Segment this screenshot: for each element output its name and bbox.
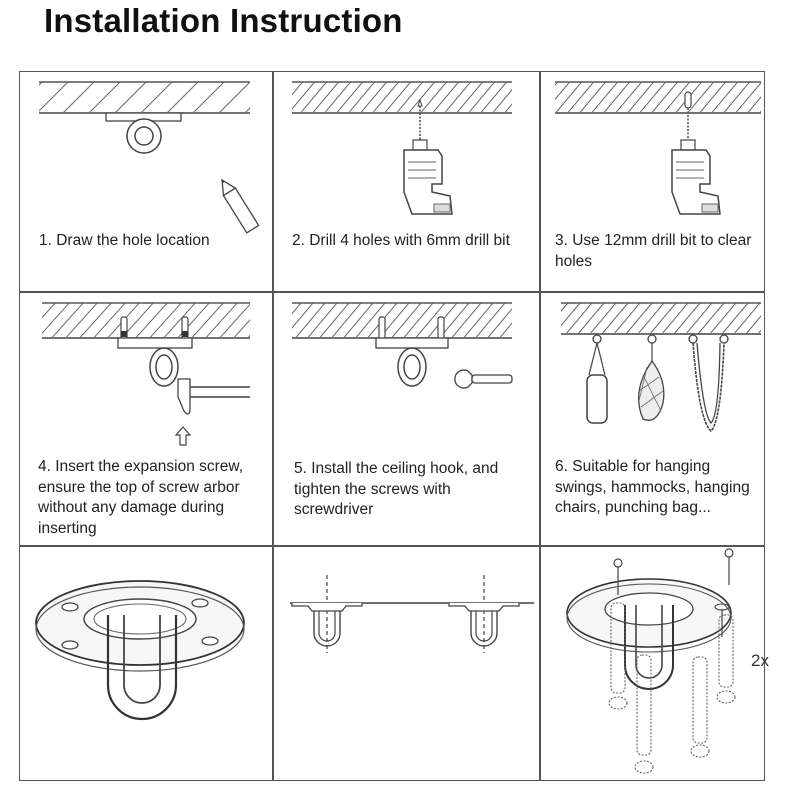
step-5-cell: 5. Install the ceiling hook, and tighten… (272, 291, 539, 545)
mount-plate-with-screws-icon (566, 548, 736, 774)
step-5-caption: 5. Install the ceiling hook, and tighten… (294, 460, 499, 518)
drill-icon (292, 81, 512, 215)
step-3-cell: 3. Use 12mm drill bit to clear holes (539, 72, 766, 291)
grid-divider (20, 291, 764, 293)
grid-divider (539, 72, 541, 780)
grid-divider (20, 545, 764, 547)
quantity-label: 2x (751, 651, 769, 670)
step-2-cell: 2. Drill 4 holes with 6mm drill bit (272, 72, 539, 291)
page-title: Installation Instruction (44, 2, 403, 39)
mount-with-screws-cell: 2x (539, 545, 769, 782)
step-2-caption: 2. Drill 4 holes with 6mm drill bit (292, 232, 510, 249)
instruction-grid: 1. Draw the hole location 2. Drill (19, 71, 769, 782)
drill-clear-icon (555, 81, 761, 215)
mount-plate-view-cell (20, 545, 272, 782)
step-4-caption: 4. Insert the expansion screw, ensure th… (38, 458, 244, 537)
side-view-cell (272, 545, 539, 782)
hammer-expansion-screw-icon (42, 302, 250, 446)
pencil-ceiling-mount-icon (39, 81, 260, 234)
step-6-caption: 6. Suitable for hanging swings, hammocks… (555, 458, 750, 516)
step-4-cell: 4. Insert the expansion screw, ensure th… (20, 291, 272, 545)
hanging-items-icon (561, 302, 761, 433)
ceiling-hook-side-view-icon (290, 575, 534, 653)
wrench-ceiling-hook-icon (292, 302, 513, 389)
ceiling-mount-plate-icon (35, 580, 245, 721)
step-3-caption: 3. Use 12mm drill bit to clear holes (555, 232, 752, 270)
step-1-caption: 1. Draw the hole location (39, 232, 210, 249)
grid-divider (272, 72, 274, 780)
step-1-cell: 1. Draw the hole location (20, 72, 272, 291)
step-6-cell: 6. Suitable for hanging swings, hammocks… (539, 291, 766, 545)
